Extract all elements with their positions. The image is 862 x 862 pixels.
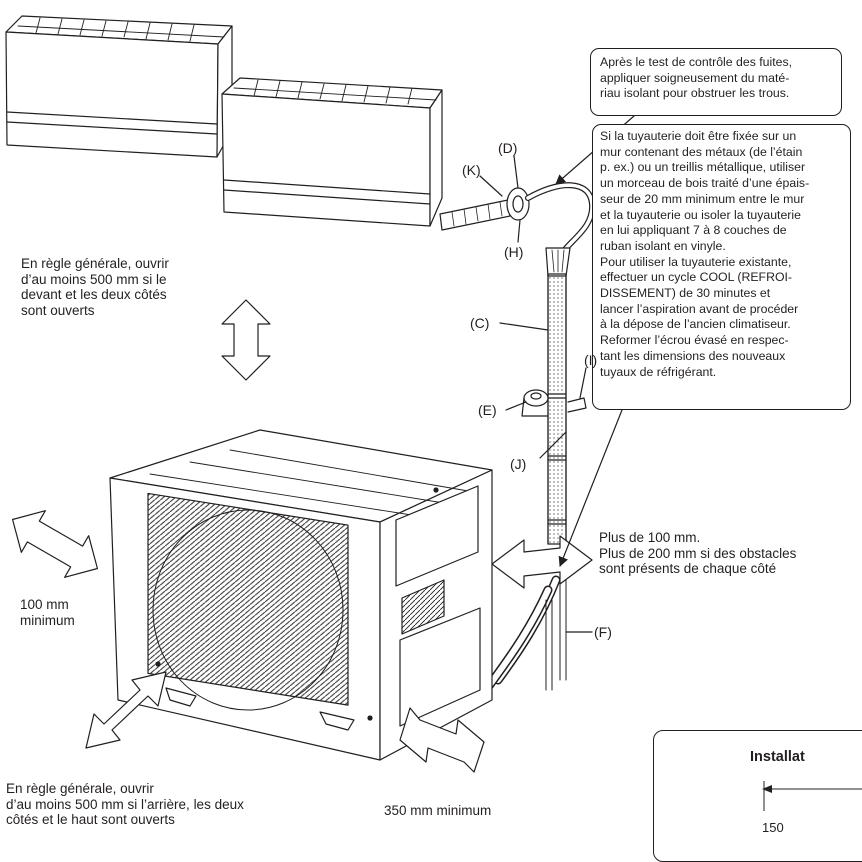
label-J: (J) xyxy=(510,456,527,472)
callout-piping-line: Pour utiliser la tuyauterie existante, xyxy=(600,254,792,269)
label-F: (F) xyxy=(594,624,612,640)
piping-indoor-connection xyxy=(439,182,596,277)
note-line: d’au moins 500 mm si l’arrière, les deux xyxy=(6,796,244,812)
note-line: minimum xyxy=(20,612,75,628)
note-side-right-clearance: Plus de 100 mm. Plus de 200 mm si des ob… xyxy=(599,530,796,577)
note-line: d’au moins 500 mm si le xyxy=(21,271,167,287)
clearance-arrow-right xyxy=(491,535,593,589)
indoor-unit-right xyxy=(221,77,443,227)
note-line: Plus de 100 mm. xyxy=(599,530,701,545)
note-line: devant et les deux côtés xyxy=(21,287,167,302)
callout-piping-line: tant les dimensions des nouveaux xyxy=(600,348,786,363)
callout-piping-line: lancer l’aspiration avant de procéder xyxy=(600,301,799,316)
label-D: (D) xyxy=(498,140,518,156)
callout-piping-line: DISSEMENT) de 30 minutes et xyxy=(600,286,771,301)
callout-piping-line: et la tuyauterie ou isoler la tuyauterie xyxy=(600,207,801,222)
label-C: (C) xyxy=(470,315,490,331)
callout-insulation-line: appliquer soigneusement du maté- xyxy=(600,70,790,85)
callout-insulation-line: Après le test de contrôle des fuites, xyxy=(600,55,793,69)
note-line: 100 mm xyxy=(20,597,69,612)
note-line: côtés et le haut sont ouverts xyxy=(6,812,175,827)
installation-panel-title: Installat xyxy=(750,749,805,765)
note-line: sont ouverts xyxy=(21,302,95,318)
clearance-arrow-top xyxy=(221,299,271,381)
callout-piping-line: seur de 20 mm minimum entre le mur xyxy=(600,191,805,206)
callout-piping-line: Reformer l’écrou évasé en respec- xyxy=(600,333,789,348)
note-bottom-clearance: 350 mm minimum xyxy=(384,803,491,819)
note-line: 350 mm minimum xyxy=(384,803,492,818)
callout-piping-line: Si la tuyauterie doit être fixée sur un xyxy=(600,129,797,143)
note-line: Plus de 200 mm si des obstacles xyxy=(599,545,797,561)
callout-insulation-line: riau isolant pour obstruer les trous. xyxy=(600,86,790,101)
callout-insulation: Après le test de contrôle des fuites, ap… xyxy=(590,48,842,116)
note-line: En règle générale, ouvrir xyxy=(6,781,154,796)
callout-piping-line: mur contenant des métaux (de l’étain xyxy=(600,144,803,159)
installation-diagram xyxy=(5,15,635,773)
label-K: (K) xyxy=(462,162,481,178)
note-line: sont présents de chaque côté xyxy=(599,561,777,576)
installation-dimension-arrow xyxy=(762,781,862,811)
outdoor-unit xyxy=(109,429,493,761)
clearance-arrow-bottom xyxy=(399,707,485,773)
label-E: (E) xyxy=(478,402,497,418)
callout-piping-line: tuyaux de réfrigérant. xyxy=(600,364,717,379)
clearance-arrow-back xyxy=(85,671,167,749)
callout-piping-line: en lui appliquant 7 à 8 couches de xyxy=(600,223,787,238)
note-line: En règle générale, ouvrir xyxy=(21,256,169,271)
callout-piping-line: ruban isolant en vinyle. xyxy=(600,238,726,253)
clearance-arrow-left xyxy=(11,510,99,578)
indoor-unit-left xyxy=(5,15,233,158)
callout-piping-line: effectuer un cycle COOL (REFROI- xyxy=(600,270,793,285)
callout-piping-line: à la dépose de l’ancien climatiseur. xyxy=(600,317,791,332)
label-I: (I) xyxy=(584,352,598,368)
callout-piping-instructions: Si la tuyauterie doit être fixée sur un … xyxy=(592,124,851,410)
callout-piping-line: un morceau de bois traité d’une épais- xyxy=(600,176,810,191)
callout-piping-line: p. ex.) ou un treillis métallique, utili… xyxy=(600,160,806,175)
note-side-left-clearance: 100 mm minimum xyxy=(20,597,75,628)
note-back-clearance: En règle générale, ouvrir d’au moins 500… xyxy=(6,781,244,828)
label-H: (H) xyxy=(504,244,524,260)
vertical-piping xyxy=(481,273,587,695)
installation-dimension-value: 150 xyxy=(762,820,784,835)
installation-panel: Installat 150 xyxy=(653,730,862,862)
note-front-clearance: En règle générale, ouvrir d’au moins 500… xyxy=(21,256,169,318)
